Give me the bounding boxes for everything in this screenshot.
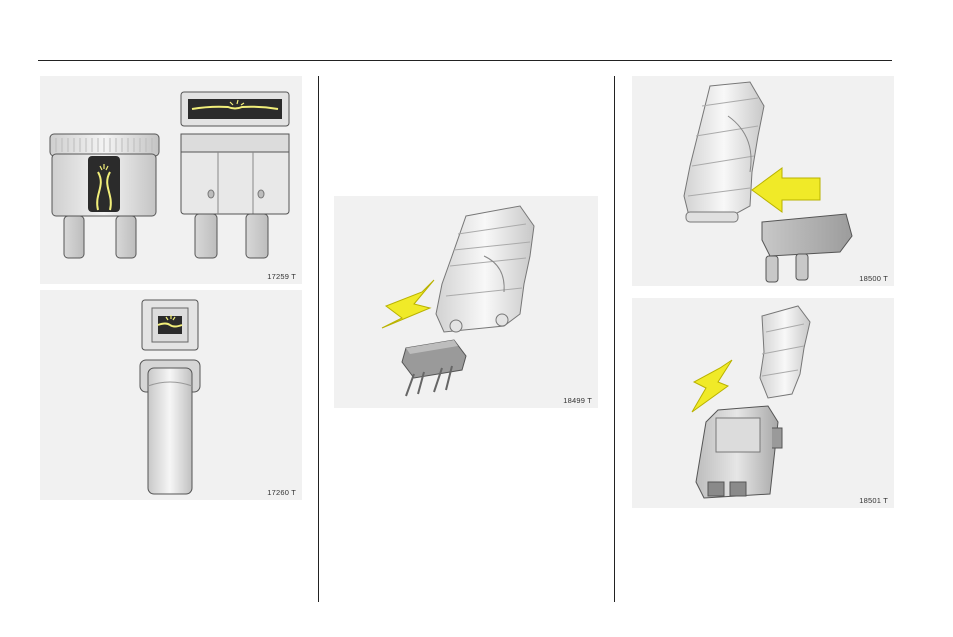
- mini-fuse-removal-figure: 18499 T: [334, 196, 598, 408]
- fuse-insertion-figure: 18500 T: [632, 76, 894, 286]
- jcase-fuse-removal-figure: 18501 T: [632, 298, 894, 508]
- figure-number: 18501 T: [859, 496, 888, 505]
- figure-number: 17259 T: [267, 272, 296, 281]
- blade-fuse-figure: 17259 T: [40, 76, 302, 284]
- figure-number: 18500 T: [859, 274, 888, 283]
- blade-fuse-illustration: [40, 76, 302, 284]
- figure-number: 17260 T: [267, 488, 296, 497]
- maxi-fuse-illustration: [40, 290, 302, 500]
- figure-number: 18499 T: [563, 396, 592, 405]
- fuse-insertion-illustration: [632, 76, 894, 286]
- maxi-fuse-figure: 17260 T: [40, 290, 302, 500]
- header-rule: [38, 60, 892, 61]
- column-divider-left: [318, 76, 319, 602]
- jcase-fuse-removal-illustration: [632, 298, 894, 508]
- mini-fuse-removal-illustration: [334, 196, 598, 408]
- column-divider-right: [614, 76, 615, 602]
